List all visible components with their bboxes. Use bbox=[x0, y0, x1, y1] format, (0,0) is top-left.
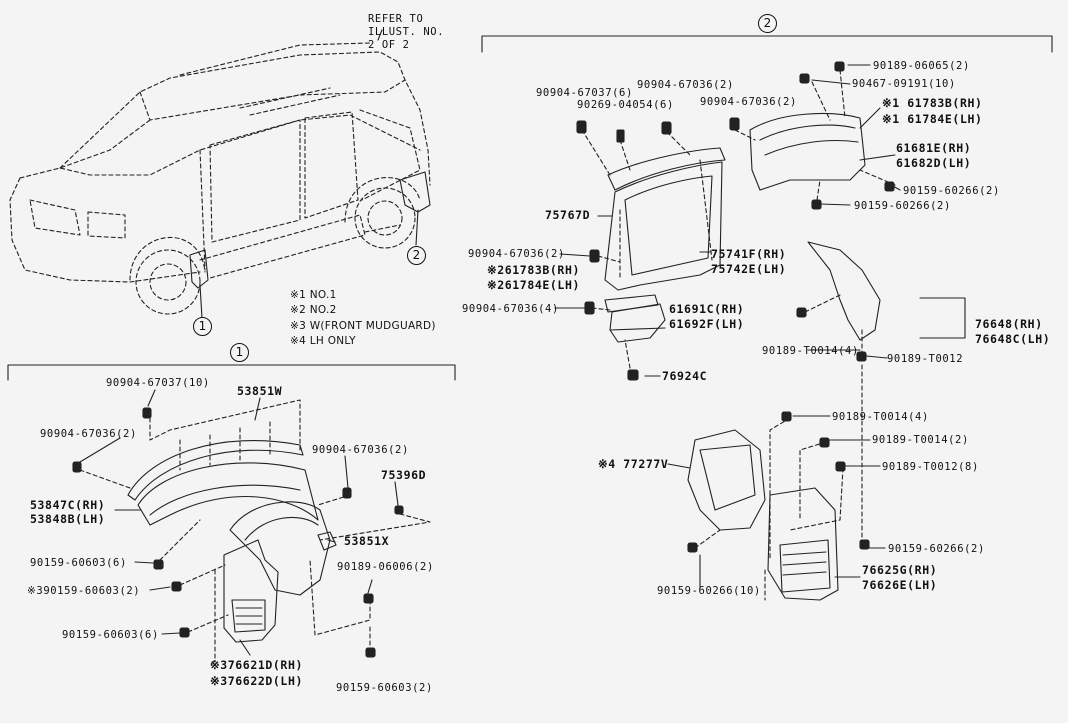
label-90904-67037-10: 90904-67037(10) bbox=[106, 377, 210, 389]
label-61783B: ※1 61783B(RH) bbox=[882, 96, 983, 110]
label-53848B: 53848B(LH) bbox=[30, 512, 106, 526]
callout-one: 1 bbox=[193, 317, 212, 336]
label-90189-T0014-2: 90189-T0014(2) bbox=[872, 434, 969, 446]
label-76924C: 76924C bbox=[662, 369, 708, 383]
label-261784E: ※261784E(LH) bbox=[487, 278, 580, 292]
label-90189-T0012-8: 90189-T0012(8) bbox=[882, 461, 979, 473]
label-75741F: 75741F(RH) bbox=[711, 247, 787, 261]
label-261783B: ※261783B(RH) bbox=[487, 263, 580, 277]
legend-item-3: ※3 W(FRONT MUDGUARD) bbox=[290, 320, 436, 332]
refer-note-line1: REFER TO bbox=[368, 13, 424, 25]
section2-header-callout: 2 bbox=[758, 14, 777, 33]
section1-header-callout: 1 bbox=[230, 343, 249, 362]
label-75396D: 75396D bbox=[381, 468, 427, 482]
label-90159-60266-2-a: 90159-60266(2) bbox=[903, 185, 1000, 197]
label-76625G: 76625G(RH) bbox=[862, 563, 938, 577]
callout-two: 2 bbox=[407, 246, 426, 265]
label-76648C: 76648C(LH) bbox=[975, 332, 1051, 346]
legend-item-2: ※2 NO.2 bbox=[290, 304, 337, 316]
label-90159-60603-2: 90159-60603(2) bbox=[336, 682, 433, 694]
label-90904-67037-6: 90904-67037(6) bbox=[536, 87, 633, 99]
label-90904-67036-2-d: 90904-67036(2) bbox=[700, 96, 797, 108]
legend-item-4: ※4 LH ONLY bbox=[290, 335, 356, 347]
label-90189-06065-2: 90189-06065(2) bbox=[873, 60, 970, 72]
label-75767D: 75767D bbox=[545, 208, 591, 222]
label-53851X: 53851X bbox=[344, 534, 390, 548]
label-90904-67036-2-b: 90904-67036(2) bbox=[312, 444, 409, 456]
label-61681E: 61681E(RH) bbox=[896, 141, 972, 155]
section2-frame bbox=[481, 35, 1053, 53]
label-90159-60603-6-a: 90159-60603(6) bbox=[30, 557, 127, 569]
section1-parts bbox=[72, 389, 431, 666]
label-90269-04054-6: 90269-04054(6) bbox=[577, 99, 674, 111]
vehicle-illustration bbox=[9, 29, 431, 319]
label-90904-67036-2-a: 90904-67036(2) bbox=[40, 428, 137, 440]
label-76626E: 76626E(LH) bbox=[862, 578, 938, 592]
label-53847C: 53847C(RH) bbox=[30, 498, 106, 512]
label-90467-09191-10: 90467-09191(10) bbox=[852, 78, 956, 90]
label-61682D: 61682D(LH) bbox=[896, 156, 972, 170]
label-90159-60266-2-c: 90159-60266(2) bbox=[888, 543, 985, 555]
label-90189-T0014-4-b: 90189-T0014(4) bbox=[832, 411, 929, 423]
label-3-90159-60603-2: ※390159-60603(2) bbox=[27, 585, 141, 597]
label-90159-60266-2-b: 90159-60266(2) bbox=[854, 200, 951, 212]
label-90904-67036-4: 90904-67036(4) bbox=[462, 303, 559, 315]
label-61692F: 61692F(LH) bbox=[669, 317, 745, 331]
label-75742E: 75742E(LH) bbox=[711, 262, 787, 276]
label-76622D: ※376622D(LH) bbox=[210, 674, 303, 688]
label-90159-60603-6-b: 90159-60603(6) bbox=[62, 629, 159, 641]
label-90189-T0014-4-a: 90189-T0014(4) bbox=[762, 345, 859, 357]
legend-item-1: ※1 NO.1 bbox=[290, 289, 337, 301]
label-90904-67036-2-c: 90904-67036(2) bbox=[637, 79, 734, 91]
label-76621D: ※376621D(RH) bbox=[210, 658, 303, 672]
refer-note-line3: 2 OF 2 bbox=[368, 39, 410, 51]
label-90189-T0012: 90189-T0012 bbox=[887, 353, 964, 365]
label-61691C: 61691C(RH) bbox=[669, 302, 745, 316]
label-61784E: ※1 61784E(LH) bbox=[882, 112, 983, 126]
section1-frame bbox=[7, 364, 456, 381]
refer-note-line2: ILLUST. NO. bbox=[368, 26, 445, 38]
label-53851W: 53851W bbox=[237, 384, 283, 398]
label-4-77277V: ※4 77277V bbox=[598, 457, 669, 471]
label-90904-67036-2-e: 90904-67036(2) bbox=[468, 248, 565, 260]
label-90189-06006-2: 90189-06006(2) bbox=[337, 561, 434, 573]
label-76648: 76648(RH) bbox=[975, 317, 1043, 331]
section2-parts bbox=[554, 61, 966, 601]
label-90159-60266-10: 90159-60266(10) bbox=[657, 585, 761, 597]
